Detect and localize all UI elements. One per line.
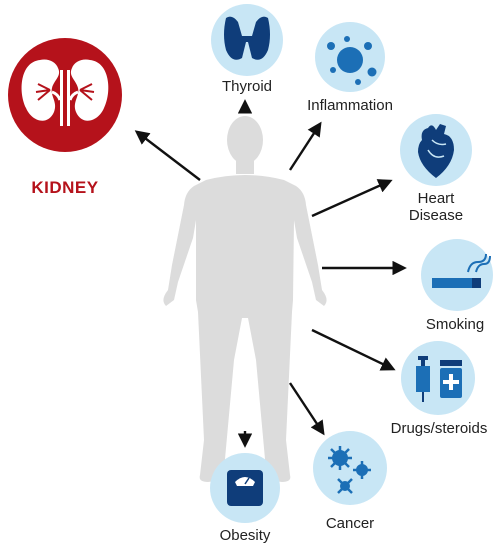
smoking-label: Smoking (425, 316, 485, 333)
arrow-to-drugs (311, 328, 396, 371)
heart-node (400, 114, 472, 186)
drugs-icon (416, 356, 462, 402)
obesity-label: Obesity (219, 527, 271, 544)
arrow-to-cancer (288, 382, 325, 436)
human-body-silhouette (163, 116, 327, 482)
inflammation-node (315, 22, 385, 92)
inflammation-label: Inflammation (307, 97, 393, 114)
cigarette-icon (432, 253, 491, 288)
inflammation-icon (327, 36, 377, 85)
kidney-node (8, 38, 122, 152)
cancer-cell-icon (328, 446, 371, 494)
kidney-icon (21, 59, 109, 126)
drugs-label: Drugs/steroids (390, 420, 488, 437)
smoking-node (421, 239, 493, 311)
arrow-to-kidney (134, 130, 201, 181)
arrows (134, 99, 407, 448)
thyroid-label: Thyroid (221, 78, 273, 95)
heart-disease-label-line2: Disease (408, 207, 464, 224)
obesity-node (210, 453, 280, 523)
arrow-to-heart (311, 179, 393, 218)
cancer-label: Cancer (325, 515, 375, 532)
thyroid-node (211, 4, 283, 76)
thyroid-icon (224, 16, 270, 60)
cancer-node (313, 431, 387, 505)
scale-icon (227, 470, 263, 506)
kidney-label: KIDNEY (31, 178, 99, 197)
heart-icon (418, 124, 454, 178)
arrow-to-inflammation (288, 121, 322, 171)
drugs-node (401, 341, 475, 415)
heart-disease-label-line1: Heart (417, 190, 455, 207)
